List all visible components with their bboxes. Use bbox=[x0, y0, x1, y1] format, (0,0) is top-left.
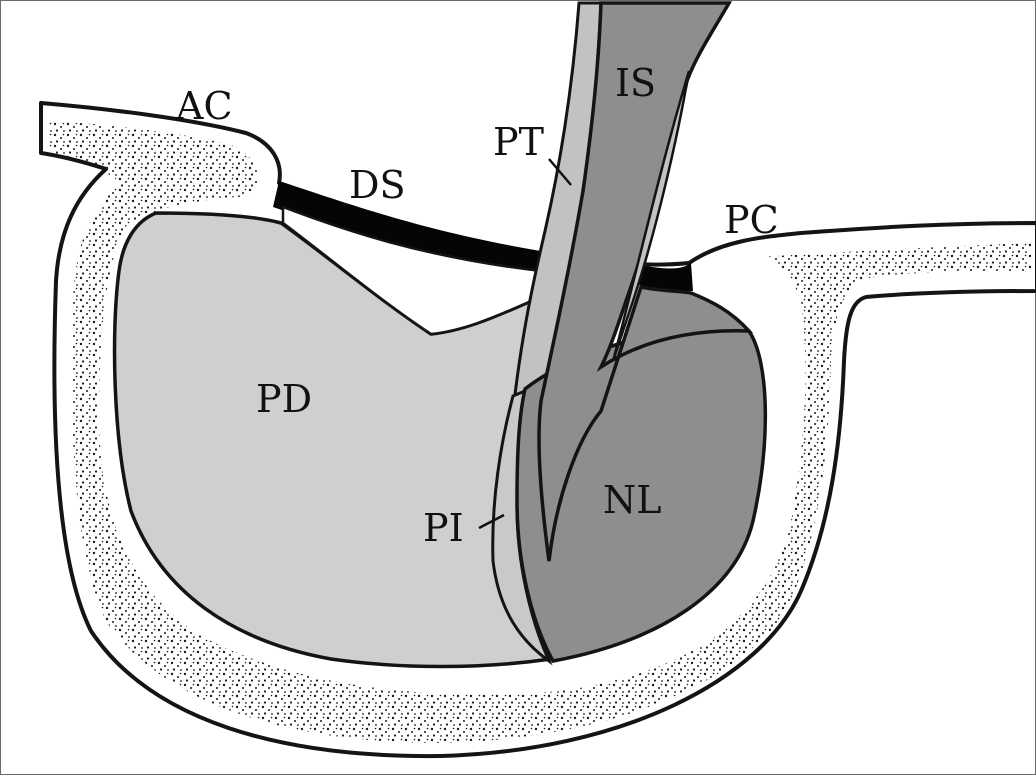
label-is: IS bbox=[615, 61, 656, 105]
label-nl: NL bbox=[603, 478, 661, 522]
label-pt: PT bbox=[493, 120, 544, 164]
label-ds: DS bbox=[349, 163, 406, 207]
label-pc: PC bbox=[724, 198, 779, 242]
label-pd: PD bbox=[256, 377, 312, 421]
label-ac: AC bbox=[175, 84, 233, 128]
label-pi: PI bbox=[423, 506, 464, 550]
